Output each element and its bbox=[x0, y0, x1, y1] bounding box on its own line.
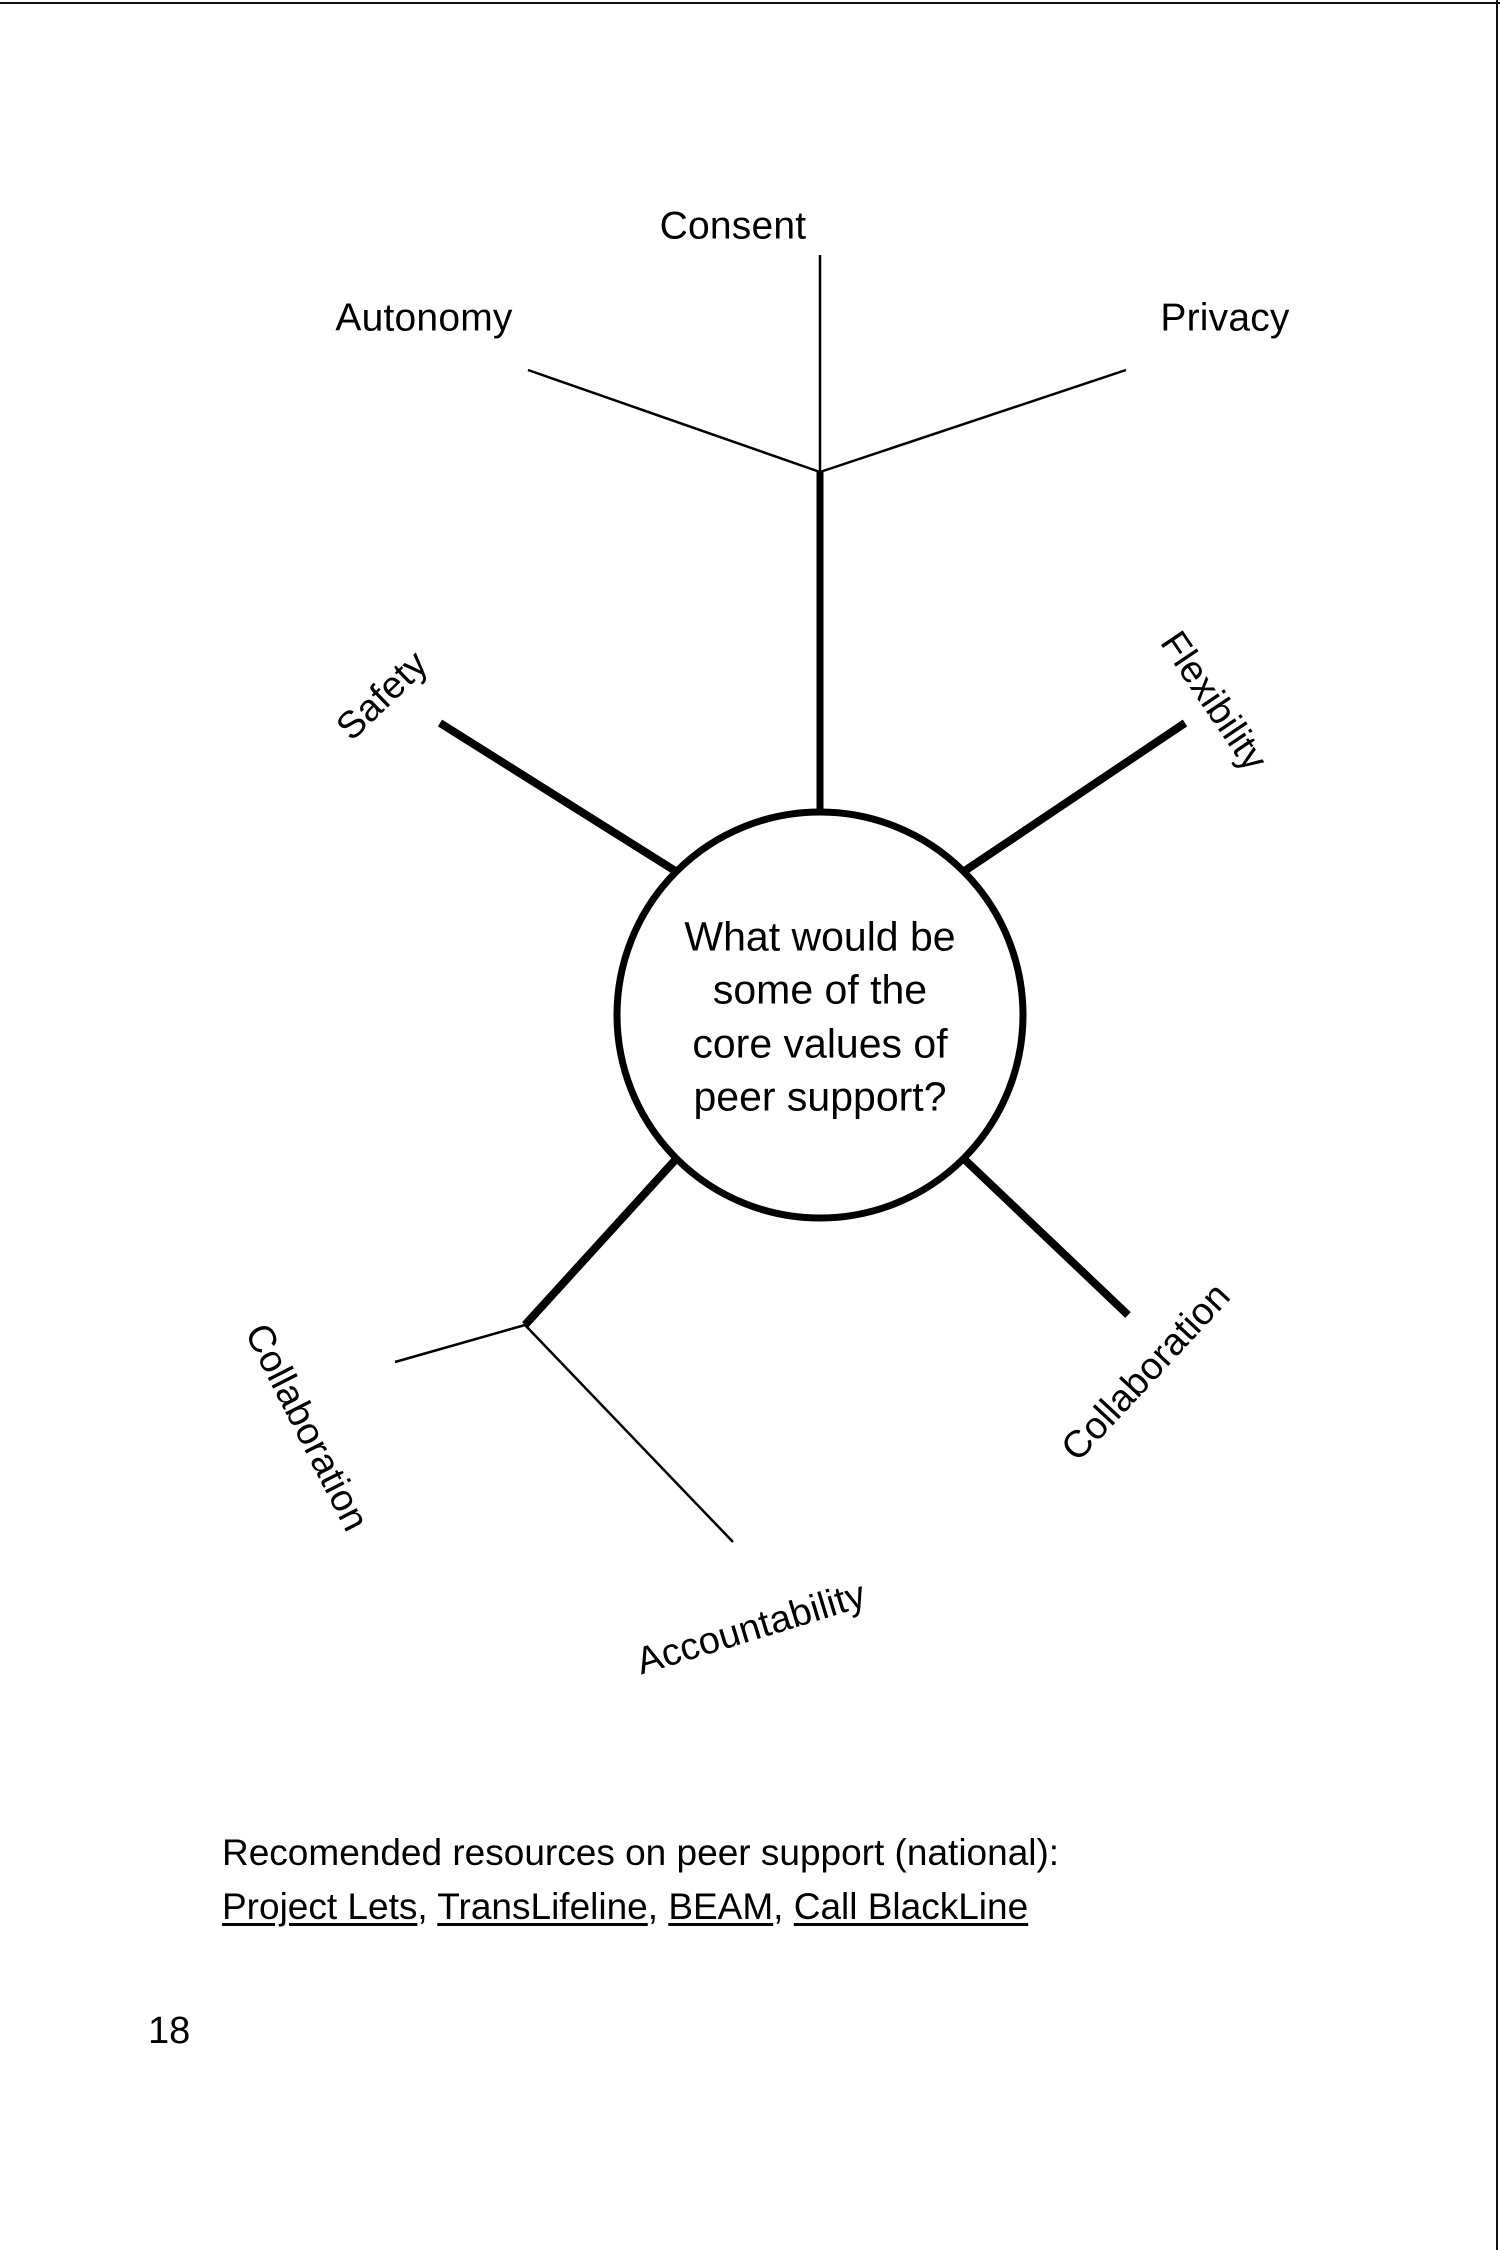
central-question: What would be some of the core values of… bbox=[640, 910, 1000, 1123]
spoke-label-consent: Consent bbox=[659, 204, 807, 248]
resource-link-call-blackline[interactable]: Call BlackLine bbox=[793, 1886, 1029, 1928]
spoke-accountability-line bbox=[524, 1324, 734, 1543]
spoke-safety-line bbox=[437, 719, 680, 876]
spoke-flexibility-line bbox=[960, 719, 1188, 876]
central-question-line-4: peer support? bbox=[693, 1073, 947, 1120]
spoke-collaboration-left-line bbox=[394, 1323, 526, 1364]
central-question-line-3: core values of bbox=[692, 1020, 948, 1066]
spoke-label-autonomy: Autonomy bbox=[335, 296, 513, 340]
resource-link-beam[interactable]: BEAM bbox=[668, 1886, 774, 1928]
resource-link-translifeline[interactable]: TransLifeline bbox=[437, 1886, 648, 1928]
spoke-lower-left-stem bbox=[522, 1155, 680, 1328]
spoke-collaboration-right-line bbox=[960, 1155, 1131, 1318]
spoke-autonomy-line bbox=[527, 368, 821, 474]
resource-separator-3: , bbox=[773, 1886, 794, 1928]
spoke-label-privacy: Privacy bbox=[1160, 296, 1290, 340]
page-border-right bbox=[1496, 0, 1498, 2250]
resource-separator-1: , bbox=[417, 1886, 438, 1928]
page-number: 18 bbox=[148, 2010, 191, 2052]
footer-resources: Recomended resources on peer support (na… bbox=[222, 1826, 1402, 1934]
resource-link-project-lets[interactable]: Project Lets bbox=[222, 1886, 418, 1928]
footer-intro-text: Recomended resources on peer support (na… bbox=[222, 1832, 1060, 1873]
central-question-line-1: What would be bbox=[684, 913, 956, 960]
spoke-privacy-line bbox=[819, 368, 1127, 474]
footer-resource-list: Project Lets, TransLifeline, BEAM, Call … bbox=[222, 1880, 1402, 1934]
resource-separator-2: , bbox=[647, 1886, 669, 1928]
page-border-top bbox=[0, 2, 1500, 4]
central-question-line-2: some of the bbox=[712, 966, 928, 1013]
